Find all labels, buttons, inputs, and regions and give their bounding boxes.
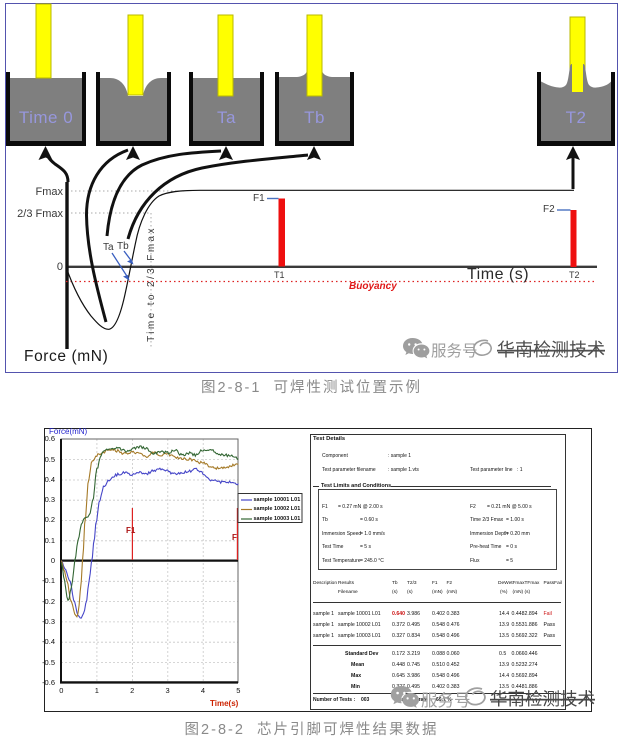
svg-text:华南检测技术: 华南检测技术 bbox=[490, 689, 595, 709]
svg-text:服务号: 服务号 bbox=[421, 691, 471, 710]
svg-text:华南检测技术: 华南检测技术 bbox=[497, 340, 605, 360]
svg-text:服务号: 服务号 bbox=[431, 342, 478, 360]
